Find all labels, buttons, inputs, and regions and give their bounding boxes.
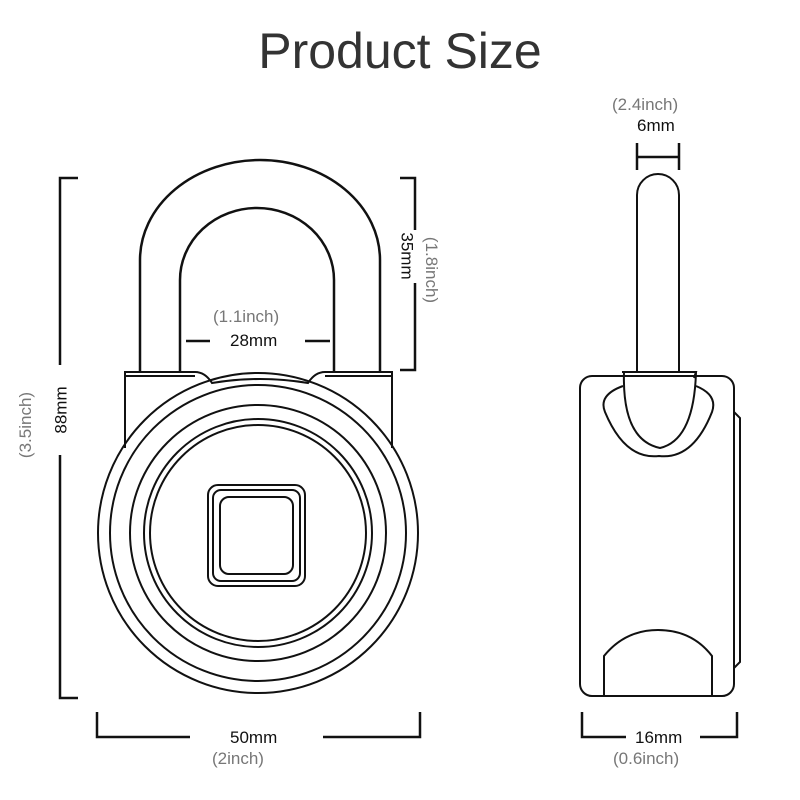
front-shackle <box>138 158 382 372</box>
shackle-height-inch-label: (1.8inch) <box>422 236 442 304</box>
front-body <box>97 371 419 694</box>
body-depth-inch-label: (0.6inch) <box>613 749 680 768</box>
page-title: Product Size <box>258 23 542 79</box>
dimension-lines <box>58 143 739 739</box>
body-width-mm-label: 50mm <box>230 728 278 747</box>
side-view <box>579 173 741 697</box>
body-depth-mm-label: 16mm <box>635 728 683 747</box>
shackle-width-inch-label: (2.4inch) <box>612 95 679 114</box>
shackle-width-mm-label: 6mm <box>637 116 675 135</box>
shackle-height-mm-label: 35mm <box>397 232 417 280</box>
shackle-inner-width-mm-label: 28mm <box>230 331 278 350</box>
total-height-mm-label: 88mm <box>51 386 71 434</box>
total-height-inch-label: (3.5inch) <box>16 391 36 459</box>
shackle-inner-width-inch-label: (1.1inch) <box>213 307 280 326</box>
body-width-inch-label: (2inch) <box>212 749 264 768</box>
